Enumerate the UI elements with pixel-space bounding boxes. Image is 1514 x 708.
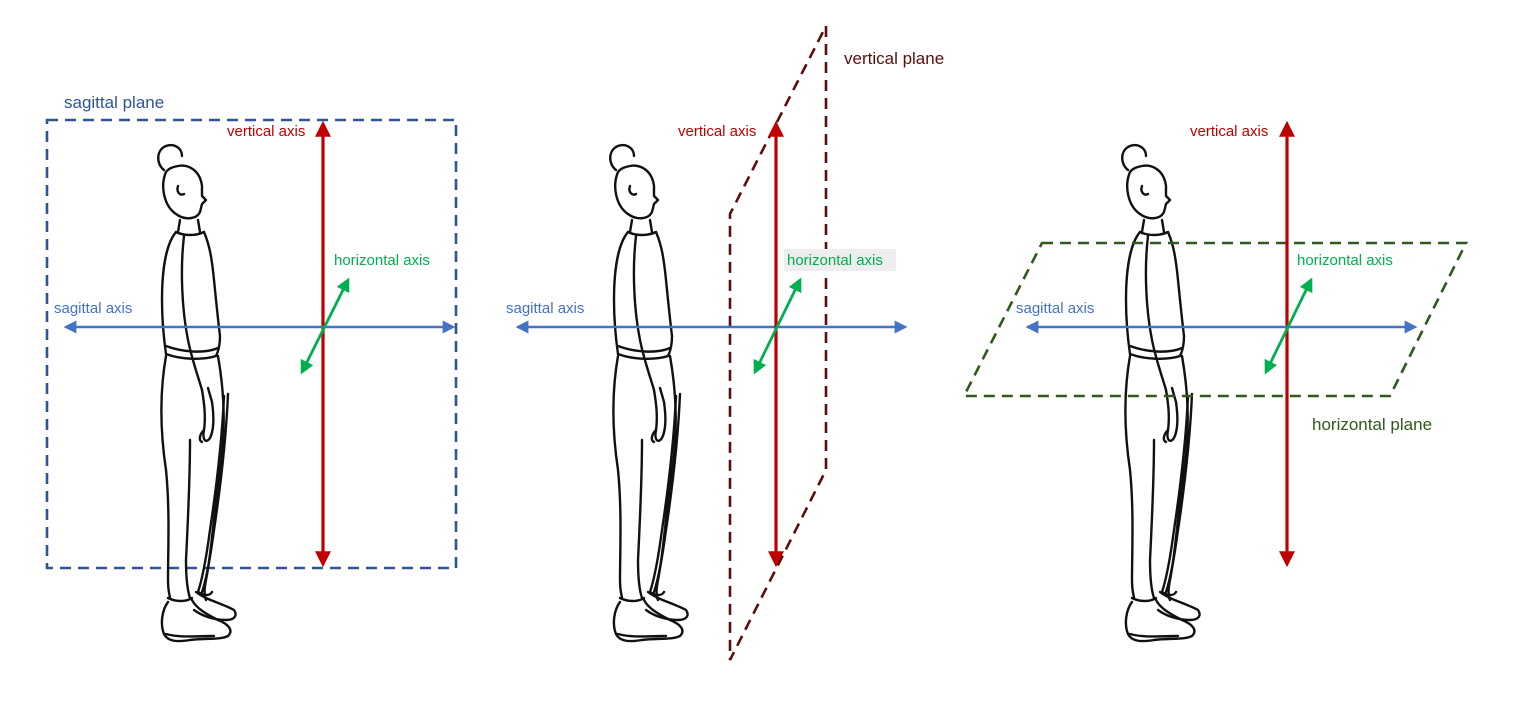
panel-horizontal: horizontal plane vertical axis sagittal …: [961, 120, 1469, 643]
sagittal-axis-label: sagittal axis: [54, 300, 132, 317]
horizontal-axis-label: horizontal axis: [1297, 252, 1393, 269]
horizontal-axis-arrow: [300, 277, 350, 375]
standing-figure: [609, 143, 689, 643]
vertical-axis-label: vertical axis: [227, 123, 305, 140]
horizontal-axis-arrow: [1264, 277, 1313, 375]
panel-vertical: vertical plane sagittal axis vertical ax…: [506, 25, 944, 661]
horizontal-plane-outline: [961, 241, 1469, 398]
horizontal-axis-arrow: [753, 277, 802, 375]
standing-figure: [1121, 143, 1201, 643]
vertical-axis-label: vertical axis: [1190, 123, 1268, 140]
vertical-plane-outline: [728, 25, 828, 661]
horizontal-axis-label-bg: [784, 249, 896, 271]
vertical-axis-label: vertical axis: [678, 123, 756, 140]
horizontal-axis-label: horizontal axis: [334, 252, 430, 269]
vertical-plane-label: vertical plane: [844, 49, 944, 68]
sagittal-axis-label: sagittal axis: [506, 300, 584, 317]
panel-sagittal: sagittal plane vertical axis sagittal ax…: [45, 93, 458, 643]
horizontal-axis-label: horizontal axis: [787, 252, 883, 269]
sagittal-plane-label: sagittal plane: [64, 93, 164, 112]
sagittal-axis-label: sagittal axis: [1016, 300, 1094, 317]
horizontal-plane-label: horizontal plane: [1312, 415, 1432, 434]
sagittal-plane-outline: [45, 118, 458, 570]
